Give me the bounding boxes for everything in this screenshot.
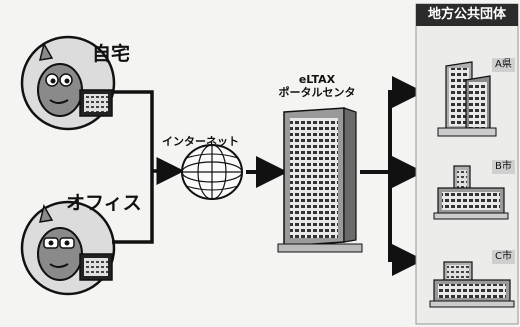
internet-globe-icon — [181, 144, 243, 200]
portal-label: eLTAX ポータルセンタ — [262, 73, 372, 99]
portal-label-line2: ポータルセンタ — [278, 85, 356, 99]
home-mascot-illustration — [20, 35, 116, 131]
home-label: 自宅 — [92, 43, 131, 65]
city-c-building — [429, 261, 515, 308]
portal-center-building — [277, 107, 363, 253]
user-connector-lines — [112, 90, 185, 244]
portal-label-line1: eLTAX — [298, 73, 336, 86]
internet-label: インターネット — [162, 135, 239, 148]
local-government-title: 地方公共団体 — [427, 7, 506, 22]
prefecture-a-building — [437, 61, 497, 137]
portal-distribution-lines — [360, 76, 424, 276]
office-mascot-illustration — [20, 200, 116, 296]
city-b-building — [433, 165, 509, 220]
office-label: オフィス — [66, 192, 142, 214]
entity-label-c: C市 — [492, 250, 515, 264]
entity-label-a: A県 — [492, 58, 515, 72]
entity-label-b: B市 — [492, 160, 515, 174]
